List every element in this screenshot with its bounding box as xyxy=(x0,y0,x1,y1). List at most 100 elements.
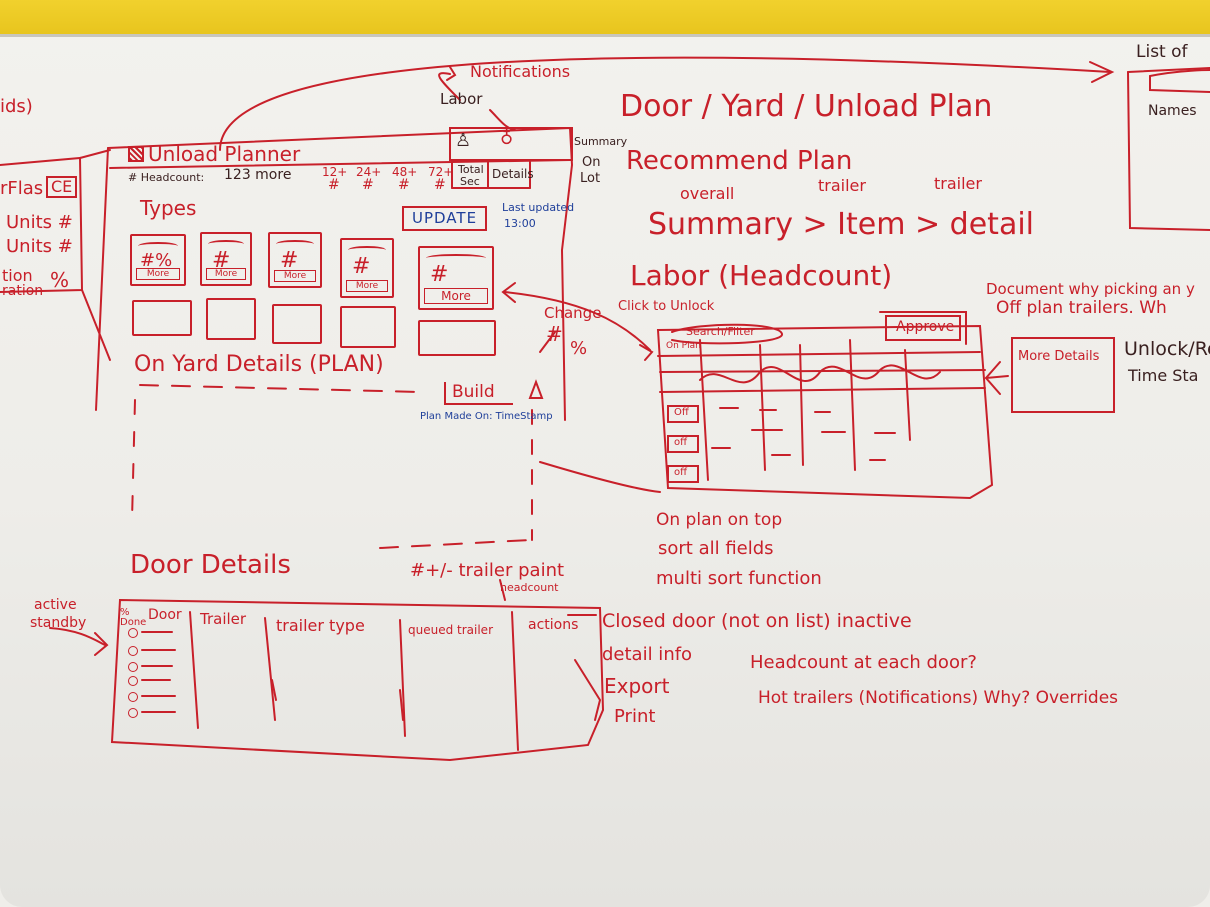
notifications-label: Notifications xyxy=(470,62,571,81)
door-note: #+/- trailer paint xyxy=(410,560,565,581)
sort-note-3: multi sort function xyxy=(656,568,822,589)
time-val-48: # xyxy=(398,177,410,193)
labor-headcount-heading: Labor (Headcount) xyxy=(630,259,893,292)
change-label: Change xyxy=(544,304,602,322)
card-more-button[interactable]: More xyxy=(274,270,316,282)
total-value: Sec xyxy=(460,175,480,188)
action-print: Print xyxy=(614,706,656,727)
type-card-3[interactable]: # More xyxy=(268,232,322,288)
alert-bell-icon xyxy=(528,380,542,398)
type-card-empty-5 xyxy=(418,320,496,356)
trailer-label-2: trailer xyxy=(934,174,982,193)
update-button[interactable]: UPDATE xyxy=(402,206,488,231)
total-label: Total xyxy=(458,163,484,176)
search-filter[interactable]: Search/Filter xyxy=(686,325,755,338)
build-button[interactable]: Build xyxy=(444,382,513,405)
time-val-24: # xyxy=(362,177,374,193)
right-heading: Door / Yard / Unload Plan xyxy=(620,89,993,124)
type-card-5[interactable]: # More xyxy=(418,246,494,310)
names-note: Names xyxy=(1148,103,1197,119)
labor-person-icon: ♙ xyxy=(455,130,472,151)
trailer-label-1: trailer xyxy=(818,176,866,195)
door-status-dot[interactable] xyxy=(128,646,138,656)
click-to-unlock: Click to Unlock xyxy=(618,299,715,314)
labor-label: Labor xyxy=(440,90,483,108)
left-panel-line-2: Units # xyxy=(6,212,73,233)
left-panel-line-5: ration xyxy=(2,283,44,299)
col-header-trailer-type[interactable]: trailer type xyxy=(276,616,365,635)
off-plan-note: Off plan trailers. Wh xyxy=(996,298,1167,318)
whiteboard-frame xyxy=(0,0,1210,37)
sort-note-1: On plan on top xyxy=(656,510,783,530)
door-note-headcount: headcount xyxy=(500,581,559,594)
left-top-text: ids) xyxy=(0,96,33,117)
list-note: List of xyxy=(1136,42,1188,62)
card-wave xyxy=(208,240,244,248)
card-value: # xyxy=(212,248,231,273)
card-more-button[interactable]: More xyxy=(346,280,388,292)
type-card-2[interactable]: # More xyxy=(200,232,252,286)
type-card-empty-1 xyxy=(132,300,192,336)
card-value: # xyxy=(430,262,449,287)
action-export: Export xyxy=(604,674,670,698)
type-card-1[interactable]: #% More xyxy=(130,234,186,286)
type-card-empty-3 xyxy=(272,304,322,344)
type-card-empty-4 xyxy=(340,306,396,348)
card-wave xyxy=(138,242,178,250)
time-col-72: 72+ xyxy=(428,165,454,179)
change-pct: % xyxy=(570,338,588,359)
col-header-actions[interactable]: actions xyxy=(528,617,579,633)
document-note: Document why picking an y xyxy=(986,280,1195,298)
type-card-empty-2 xyxy=(206,298,256,340)
time-val-72: # xyxy=(434,177,446,193)
grid-row-off-3: off xyxy=(674,467,688,478)
time-col-12: 12+ xyxy=(322,165,348,179)
last-updated-label: Last updated xyxy=(502,201,575,214)
left-panel-pct: % xyxy=(50,268,70,292)
time-stamp-note: Time Sta xyxy=(1128,366,1199,385)
type-card-4[interactable]: # More xyxy=(340,238,394,298)
more-details-box[interactable]: More Details xyxy=(1018,349,1100,364)
col-header-door[interactable]: Door xyxy=(148,607,182,623)
sort-note-2: sort all fields xyxy=(658,538,774,559)
approve-button[interactable]: Approve xyxy=(896,319,955,335)
card-more-button[interactable]: More xyxy=(136,268,180,280)
col-header-done[interactable]: % Done xyxy=(120,607,147,628)
left-panel-line-3: Units # xyxy=(6,236,73,257)
lot-label: Lot xyxy=(580,171,601,186)
headcount-label: # Headcount: xyxy=(128,171,205,184)
card-more-button[interactable]: More xyxy=(424,288,488,304)
door-status-dot[interactable] xyxy=(128,708,138,718)
col-header-trailer[interactable]: Trailer xyxy=(200,610,247,628)
left-panel-ce-box: CE xyxy=(46,176,78,198)
door-status-dot[interactable] xyxy=(128,662,138,672)
planner-grid-icon xyxy=(128,146,144,162)
time-val-12: # xyxy=(328,177,340,193)
left-panel-line-1: rFlas xyxy=(0,178,44,199)
on-yard-title: On Yard Details (PLAN) xyxy=(134,352,384,377)
card-wave xyxy=(276,240,314,248)
headcount-value: 123 more xyxy=(224,167,292,183)
action-detail-info: detail info xyxy=(602,644,693,665)
planner-title-text: Unload Planner xyxy=(148,142,301,166)
plan-made-on: Plan Made On: TimeStamp xyxy=(420,411,553,422)
unlock-note: Unlock/Re xyxy=(1124,338,1210,360)
notifications-bell-icon: ♁ xyxy=(500,128,514,149)
types-label: Types xyxy=(140,196,197,220)
recommend-plan: Recommend Plan xyxy=(626,146,853,176)
flow-summary-item-detail: Summary > Item > detail xyxy=(648,207,1035,242)
card-more-button[interactable]: More xyxy=(206,268,246,280)
door-status-dot[interactable] xyxy=(128,692,138,702)
col-header-queued[interactable]: queued trailer xyxy=(408,623,494,637)
details-button[interactable]: Details xyxy=(492,167,534,181)
card-wave xyxy=(348,246,386,254)
on-label: On xyxy=(582,155,601,170)
grid-row-off-1: Off xyxy=(674,407,689,418)
grid-row-on-plan: On Plan xyxy=(666,341,701,351)
door-status-dot[interactable] xyxy=(128,628,138,638)
grid-row-off-2: off xyxy=(674,437,688,448)
action-closed-door: Closed door (not on list) inactive xyxy=(602,610,912,632)
door-status-dot[interactable] xyxy=(128,676,138,686)
change-value: # xyxy=(546,322,563,346)
